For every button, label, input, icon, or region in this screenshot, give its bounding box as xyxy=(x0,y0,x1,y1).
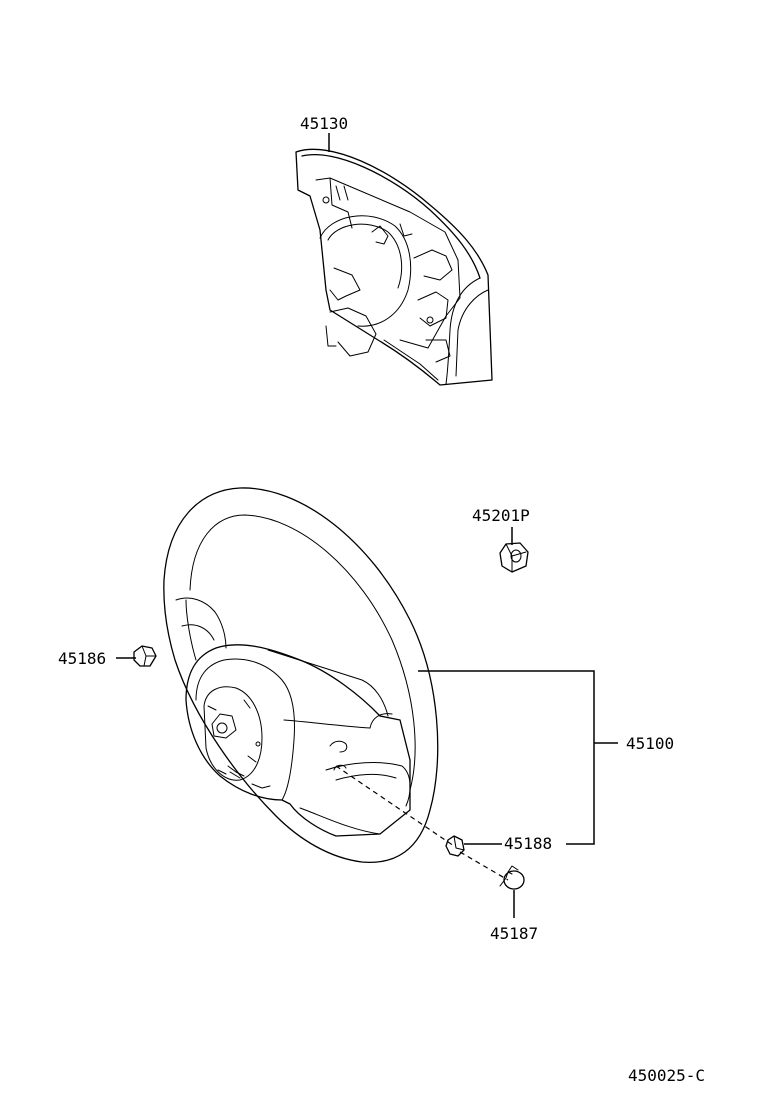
part-number-45188: 45188 xyxy=(504,834,553,853)
illustration-code: 450025-C xyxy=(628,1066,706,1085)
leader-45100-bracket xyxy=(418,670,595,845)
part-number-45187: 45187 xyxy=(490,924,539,943)
leader-lines xyxy=(116,133,618,918)
cover-clip-drawing xyxy=(133,645,157,667)
nut-drawing xyxy=(499,542,529,573)
part-number-45186: 45186 xyxy=(58,649,107,668)
steering-wheel-drawing xyxy=(163,487,439,864)
plug-drawing xyxy=(499,865,525,890)
part-number-45100: 45100 xyxy=(626,734,675,753)
part-number-45201P: 45201P xyxy=(472,506,530,525)
install-dashed-lines xyxy=(335,765,509,881)
part-number-45130: 45130 xyxy=(300,114,349,133)
airbag-pad-drawing xyxy=(295,148,493,386)
